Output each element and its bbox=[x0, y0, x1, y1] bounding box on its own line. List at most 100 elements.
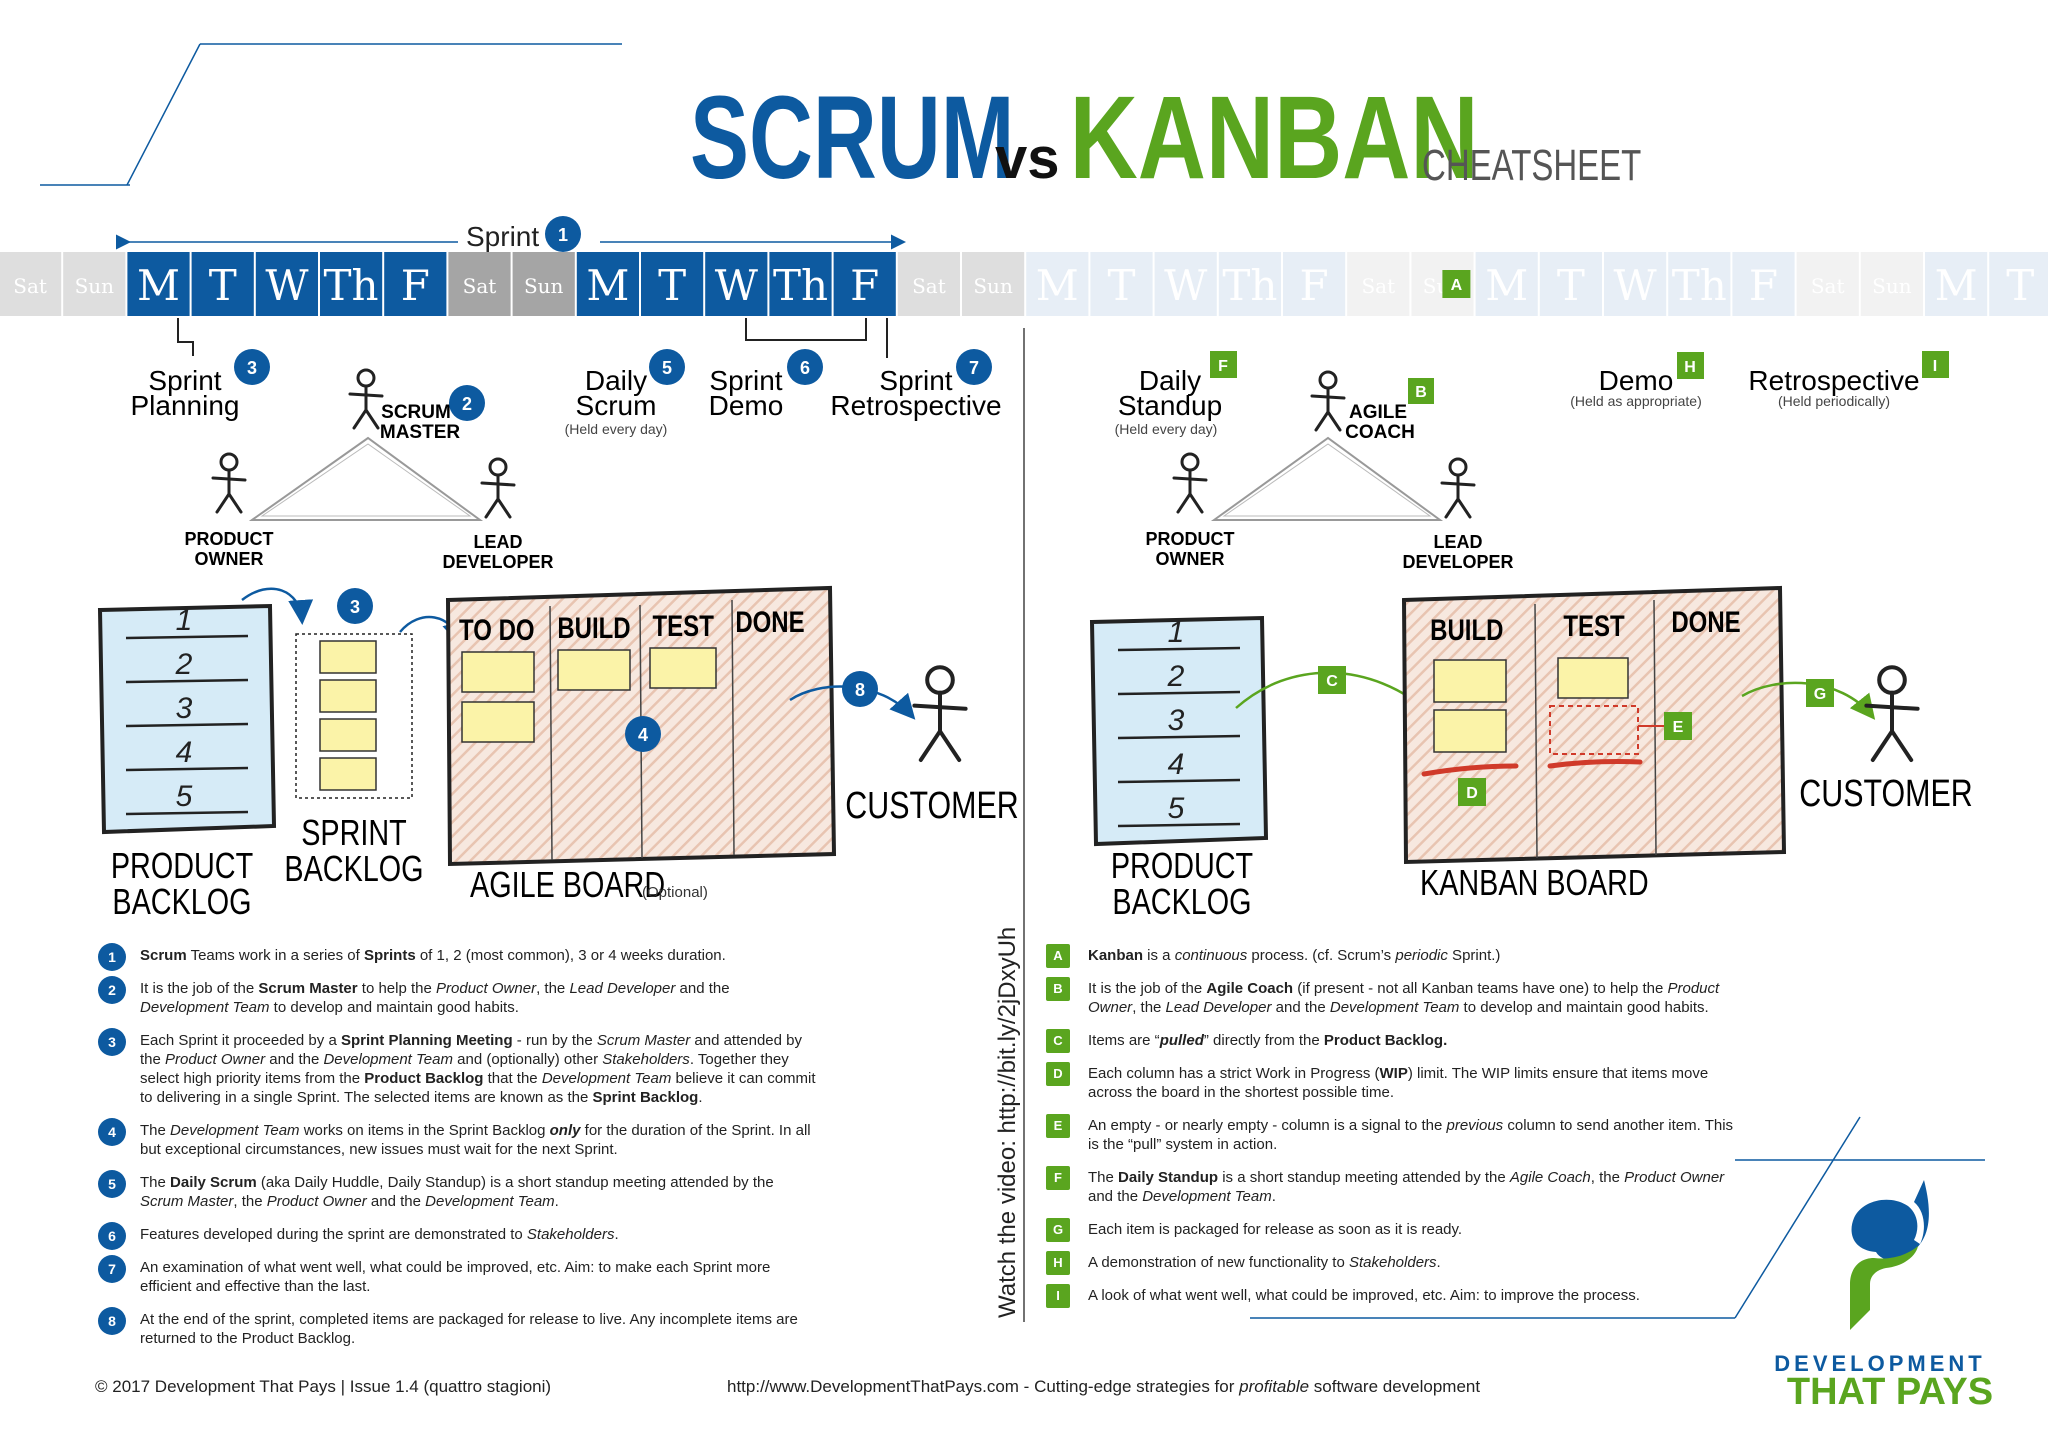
svg-text:CUSTOMER: CUSTOMER bbox=[845, 785, 1018, 827]
svg-text:Daily: Daily bbox=[585, 365, 647, 396]
svg-text:3: 3 bbox=[1168, 704, 1185, 737]
svg-text:BUILD: BUILD bbox=[557, 610, 630, 644]
timeline-day-label: Th bbox=[1222, 261, 1277, 310]
timeline-day-label: T bbox=[658, 261, 686, 310]
svg-text:3: 3 bbox=[247, 358, 257, 378]
svg-text:4: 4 bbox=[638, 725, 648, 745]
timeline: SatSunMTWThFSatSunMTWThFSatSunMTWThFSatS… bbox=[0, 252, 2048, 316]
svg-text:TO DO: TO DO bbox=[459, 612, 535, 646]
timeline-day-20 bbox=[1283, 252, 1346, 316]
timeline-day-label: W bbox=[715, 261, 759, 310]
event-sprint-retrospective: Sprint Retrospective 7 bbox=[830, 349, 1002, 421]
svg-text:DONE: DONE bbox=[1671, 604, 1740, 638]
kanban-diagram: Daily Standup (Held every day) F Demo (H… bbox=[1089, 351, 1973, 922]
note-badge: 6 bbox=[98, 1222, 126, 1250]
video-link[interactable]: Watch the video: http://bit.ly/2jDxyUh bbox=[994, 927, 1021, 1318]
note-item: 6 Features developed during the sprint ar… bbox=[98, 1222, 818, 1250]
svg-text:PRODUCT: PRODUCT bbox=[1111, 845, 1253, 886]
lead-developer-figure-kanban bbox=[1440, 457, 1476, 519]
timeline-day-label: M bbox=[1036, 261, 1079, 310]
timeline-day-label: Sun bbox=[973, 274, 1013, 298]
note-badge: 4 bbox=[98, 1118, 126, 1146]
note-badge: 1 bbox=[98, 943, 126, 971]
timeline-day-label: Sun bbox=[1872, 274, 1912, 298]
svg-text:(Held as appropriate): (Held as appropriate) bbox=[1570, 393, 1702, 409]
svg-text:CUSTOMER: CUSTOMER bbox=[1799, 773, 1972, 815]
timeline-day-label: T bbox=[209, 261, 237, 310]
svg-text:THAT PAYS: THAT PAYS bbox=[1787, 1371, 1993, 1413]
timeline-day-13 bbox=[833, 252, 896, 316]
svg-text:2: 2 bbox=[175, 648, 193, 681]
svg-text:6: 6 bbox=[800, 358, 810, 378]
timeline-day-5 bbox=[320, 252, 383, 316]
svg-text:Daily: Daily bbox=[1139, 365, 1201, 396]
svg-text:LEAD: LEAD bbox=[1434, 532, 1483, 552]
note-badge: C bbox=[1046, 1029, 1070, 1053]
note-text: Kanban is a continuous process. (cf. Scr… bbox=[1088, 947, 1501, 964]
svg-text:Retrospective: Retrospective bbox=[830, 390, 1001, 421]
corner-decoration bbox=[40, 43, 1985, 1319]
timeline-day-16 bbox=[1026, 252, 1089, 316]
note-item: A Kanban is a continuous process. (cf. Sc… bbox=[1046, 944, 1746, 968]
note-text: The Development Team works on items in t… bbox=[140, 1122, 811, 1158]
timeline-day-17 bbox=[1090, 252, 1153, 316]
lead-developer-figure bbox=[480, 457, 516, 519]
note-badge: A bbox=[1046, 944, 1070, 968]
timeline-day-7 bbox=[448, 252, 511, 316]
note-text: A look of what went well, what could be … bbox=[1088, 1287, 1640, 1304]
note-text: Features developed during the sprint are… bbox=[140, 1226, 619, 1243]
timeline-day-label: W bbox=[1164, 261, 1208, 310]
svg-text:AGILE: AGILE bbox=[1349, 402, 1407, 423]
title-vs: vs bbox=[995, 126, 1060, 191]
svg-text:PRODUCT: PRODUCT bbox=[111, 845, 253, 886]
svg-text:(Optional): (Optional) bbox=[642, 884, 708, 901]
timeline-day-28 bbox=[1796, 252, 1859, 316]
timeline-day-label: Sat bbox=[13, 274, 47, 298]
timeline-day-label: M bbox=[586, 261, 629, 310]
note-badge: F bbox=[1046, 1166, 1070, 1190]
note-text: A demonstration of new functionality to … bbox=[1088, 1254, 1441, 1271]
svg-text:COACH: COACH bbox=[1345, 422, 1415, 443]
note-badge: 8 bbox=[98, 1307, 126, 1335]
svg-text:Sprint: Sprint bbox=[709, 365, 782, 396]
timeline-day-23 bbox=[1475, 252, 1538, 316]
svg-text:KANBAN BOARD: KANBAN BOARD bbox=[1420, 862, 1649, 903]
note-badge: I bbox=[1046, 1284, 1070, 1308]
svg-text:SCRUM: SCRUM bbox=[381, 402, 451, 423]
svg-text:DEVELOPER: DEVELOPER bbox=[1402, 552, 1513, 572]
footer-url[interactable]: http://www.DevelopmentThatPays.com - Cut… bbox=[727, 1377, 1480, 1396]
timeline-day-2 bbox=[127, 252, 190, 316]
timeline-day-label: W bbox=[1614, 261, 1658, 310]
timeline-day-25 bbox=[1604, 252, 1667, 316]
event-sprint-demo: Sprint Demo 6 bbox=[709, 349, 823, 421]
svg-text:D: D bbox=[1466, 785, 1478, 802]
title-cheatsheet: CHEATSHEET bbox=[1422, 142, 1641, 191]
timeline-day-label: Th bbox=[324, 261, 379, 310]
svg-text:B: B bbox=[1415, 384, 1427, 401]
event-sprint-planning: Sprint Planning 3 bbox=[131, 349, 270, 421]
note-text: The Daily Standup is a short standup mee… bbox=[1088, 1169, 1725, 1205]
svg-text:5: 5 bbox=[176, 780, 193, 813]
svg-text:A: A bbox=[1451, 277, 1463, 294]
note-text: Each Sprint it proceeded by a Sprint Pla… bbox=[140, 1032, 816, 1106]
note-text: Each column has a strict Work in Progres… bbox=[1088, 1065, 1709, 1101]
timeline-day-19 bbox=[1218, 252, 1281, 316]
timeline-day-29 bbox=[1860, 252, 1923, 316]
timeline-day-4 bbox=[255, 252, 318, 316]
timeline-day-label: F bbox=[1749, 261, 1778, 310]
svg-text:Demo: Demo bbox=[1599, 365, 1674, 396]
timeline-day-14 bbox=[897, 252, 960, 316]
note-item: I A look of what went well, what could be… bbox=[1046, 1284, 1746, 1308]
scrum-diagram: Sprint Planning 3 Daily Scrum (Held ever… bbox=[97, 318, 1019, 922]
timeline-day-label: F bbox=[401, 261, 430, 310]
svg-text:3: 3 bbox=[176, 692, 193, 725]
note-text: An empty - or nearly empty - column is a… bbox=[1088, 1117, 1734, 1153]
kanban-notes: A Kanban is a continuous process. (cf. Sc… bbox=[1046, 944, 1746, 1319]
sprint-backlog: 3 SPRINT BACKLOG bbox=[284, 588, 424, 889]
